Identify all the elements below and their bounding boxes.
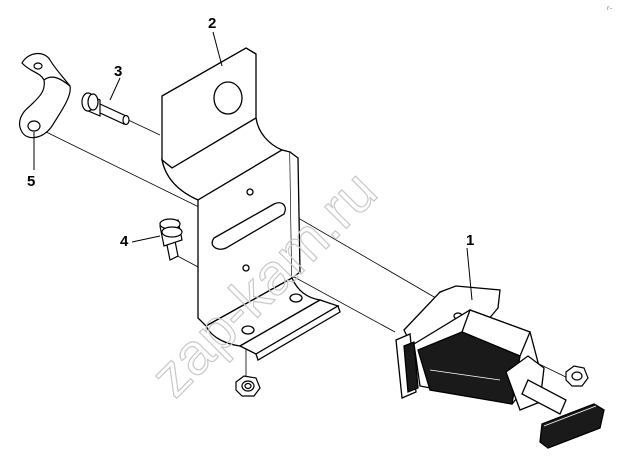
- leader-lines: [33, 31, 473, 301]
- callout-5: 5: [27, 173, 35, 190]
- nut-lower: [235, 375, 261, 397]
- callout-1: 1: [466, 232, 474, 249]
- corner-mark: r–: [607, 5, 612, 12]
- callout-4: 4: [120, 233, 129, 250]
- part-2-mounting-bracket: [161, 47, 341, 361]
- part-1-coupling-socket: [395, 285, 605, 449]
- part-3-flange-bolt: [81, 92, 130, 126]
- callout-3: 3: [114, 63, 122, 80]
- nut-coupling: [565, 365, 589, 387]
- part-5-clamp: [18, 53, 71, 139]
- part-4-bolt: [159, 218, 183, 261]
- callout-2: 2: [208, 15, 216, 32]
